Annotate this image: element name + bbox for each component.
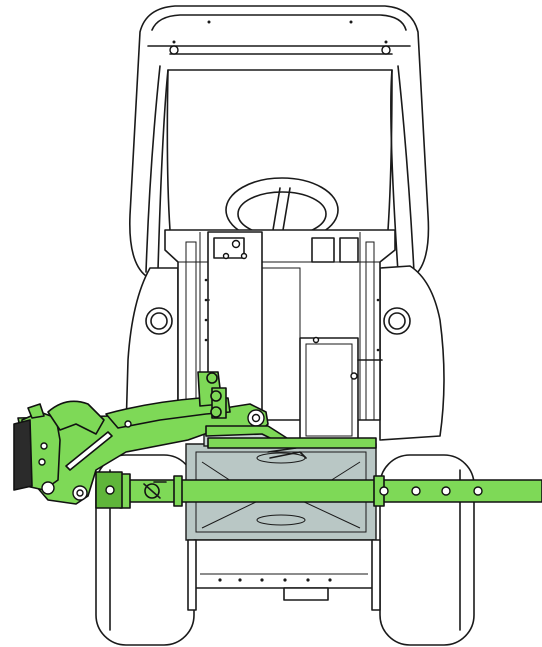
front-loader-arm: [13, 371, 542, 509]
front-frame: [187, 539, 381, 611]
steering-wheel: [225, 177, 339, 243]
tractor-body: [125, 229, 445, 443]
